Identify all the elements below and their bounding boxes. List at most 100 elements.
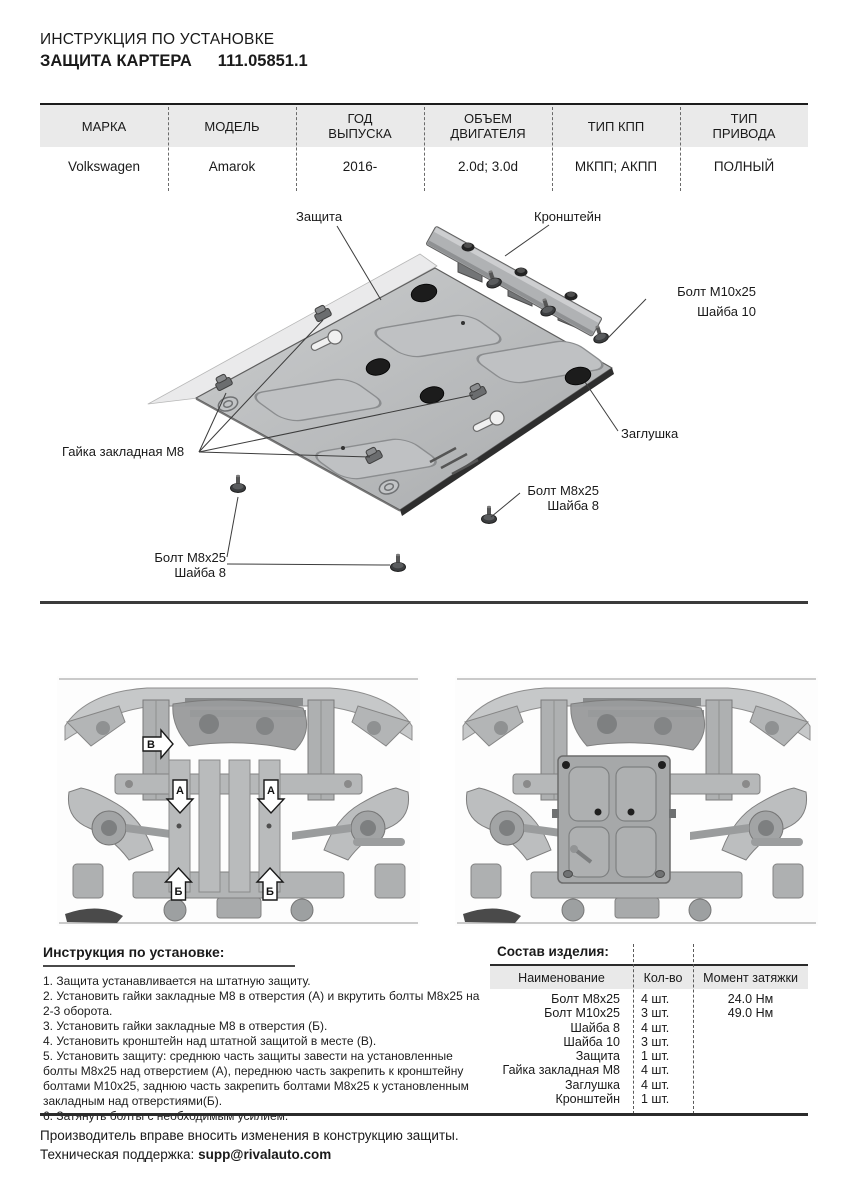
plug-grommets <box>365 283 592 404</box>
label-bolt-m8-right: Болт М8х25 <box>527 483 599 498</box>
spec-value-cell: Volkswagen <box>67 158 141 174</box>
part-name: Защита <box>575 1049 620 1064</box>
spec-header-cell: МОДЕЛЬ <box>204 118 260 134</box>
callout-line-bolt-m10 <box>607 298 647 339</box>
installed-plate <box>552 755 676 884</box>
instructions-heading: Инструкция по установке: <box>43 944 225 960</box>
label-bolt-m8-left: Болт М8х25 <box>154 550 226 565</box>
label-washer-10: Шайба 10 <box>697 304 756 319</box>
parts-row: Болт М8х25 4 шт. 24.0 Нм <box>490 992 808 1006</box>
spec-col-divider <box>424 107 425 191</box>
spec-table-value-row: Volkswagen Amarok 2016- 2.0d; 3.0d МКПП; АКП… <box>40 147 808 185</box>
bracket-bolt <box>461 242 475 252</box>
footer: Производитель вправе вносить изменения в… <box>40 1126 459 1164</box>
label-guard: Защита <box>296 209 343 224</box>
label-washer-8-right: Шайба 8 <box>547 498 599 513</box>
svg-text:В: В <box>147 739 155 751</box>
stock-guard-ghost <box>147 253 438 405</box>
label-washer-8-left: Шайба 8 <box>174 565 226 580</box>
oval-hole <box>217 396 400 495</box>
part-torque <box>693 1078 808 1092</box>
spec-value-cell: МКПП; АКПП <box>574 158 658 174</box>
bracket-bolt <box>514 267 528 277</box>
callout-line-plug <box>584 381 619 432</box>
part-qty: 3 шт. <box>641 1034 670 1049</box>
spec-value-cell: 2.0d; 3.0d <box>457 158 519 174</box>
part-torque <box>693 1049 808 1063</box>
part-name: Болт М8х25 <box>551 992 620 1006</box>
svg-text:Б: Б <box>175 886 183 898</box>
part-name: Кронштейн <box>555 1092 620 1107</box>
bracket-bolt <box>564 291 578 301</box>
title-block: ИНСТРУКЦИЯ ПО УСТАНОВКЕ ЗАЩИТА КАРТЕРА 1… <box>40 31 308 71</box>
product-name: ЗАЩИТА КАРТЕРА <box>40 52 192 70</box>
instruction-item: 6. Затянуть болты с необходимым усилием. <box>43 1109 289 1123</box>
parts-table-header: Наименование Кол-во Момент затяжки <box>490 966 808 989</box>
label-bracket: Кронштейн <box>534 209 601 224</box>
parts-heading: Состав изделия: <box>497 944 609 959</box>
part-qty: 4 шт. <box>641 1063 670 1078</box>
parts-col-name: Наименование <box>518 970 605 985</box>
footer-support: Техническая поддержка: supp@rivalauto.co… <box>40 1145 459 1164</box>
svg-text:А: А <box>176 785 184 797</box>
photo-after-install <box>454 675 819 931</box>
footer-disclaimer: Производитель вправе вносить изменения в… <box>40 1128 459 1143</box>
parts-col-torque: Момент затяжки <box>703 970 798 985</box>
marker-v-arrow: В <box>142 728 174 760</box>
photo-before-install: В А А Б Б <box>56 675 421 931</box>
spec-col-divider <box>296 107 297 191</box>
part-torque <box>693 1021 808 1035</box>
instruction-item: 2. Установить гайки закладные М8 в отвер… <box>43 989 480 1018</box>
marker-a-arrow: А <box>256 779 286 815</box>
support-email: supp@rivalauto.com <box>198 1147 332 1162</box>
small-hole <box>341 446 345 450</box>
label-plug: Заглушка <box>621 426 679 441</box>
spec-value-cell: ПОЛНЫЙ <box>713 158 775 174</box>
spec-col-divider <box>168 107 169 191</box>
marker-b-arrow: Б <box>255 866 285 901</box>
svg-text:А: А <box>267 785 275 797</box>
parts-row: Шайба 10 3 шт. <box>490 1035 808 1049</box>
callout-line-bracket <box>504 224 550 257</box>
part-name: Гайка закладная М8 <box>502 1063 620 1078</box>
part-name: Заглушка <box>564 1077 620 1092</box>
spec-col-divider <box>552 107 553 191</box>
spec-header-cell: МАРКА <box>81 118 127 134</box>
section-divider <box>40 601 808 604</box>
part-qty: 4 шт. <box>641 1020 670 1035</box>
part-torque <box>693 1092 808 1106</box>
spec-header-cell: ТИП КПП <box>587 118 645 134</box>
part-name: Шайба 8 <box>570 1020 620 1035</box>
parts-col-qty: Кол-во <box>643 970 683 985</box>
small-hole <box>461 321 465 325</box>
vent-slots <box>429 446 479 476</box>
marker-a-arrow: А <box>165 779 195 815</box>
spec-value-cell: 2016- <box>342 158 378 174</box>
instructions-list: 1. Защита устанавливается на штатную защ… <box>43 974 480 1124</box>
instruction-item: 1. Защита устанавливается на штатную защ… <box>43 974 311 988</box>
label-clip-nut: Гайка закладная М8 <box>62 444 184 459</box>
parts-col-divider <box>633 944 634 1114</box>
part-qty: 4 шт. <box>641 992 670 1006</box>
part-torque: 24.0 Нм <box>727 992 774 1006</box>
spec-value-cell: Amarok <box>208 158 256 174</box>
plate-recesses <box>254 314 604 480</box>
parts-row: Гайка закладная М8 4 шт. <box>490 1063 808 1077</box>
instruction-item: 4. Установить кронштейн над штатной защи… <box>43 1034 377 1048</box>
part-number: 111.05851.1 <box>217 52 308 70</box>
part-torque <box>693 1035 808 1049</box>
instructions-underline <box>43 965 295 967</box>
plate-edge <box>400 368 614 516</box>
marker-b-arrow: Б <box>163 866 194 901</box>
parts-col-divider <box>693 944 694 1114</box>
part-name: Шайба 10 <box>563 1034 620 1049</box>
label-bolt-m10: Болт М10х25 <box>677 284 756 299</box>
